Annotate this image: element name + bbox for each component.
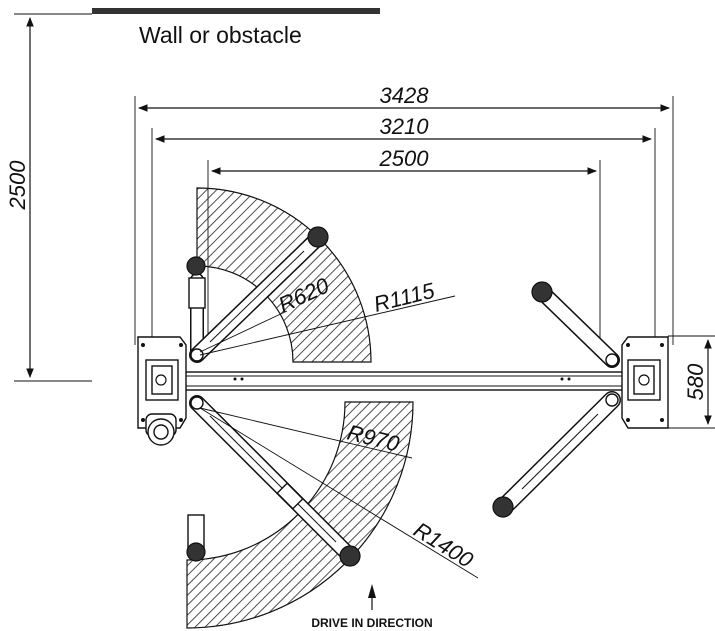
lift-pad: [531, 281, 553, 303]
overall-width-label: 3428: [380, 83, 430, 108]
wall-label: Wall or obstacle: [139, 22, 302, 48]
lift-pad: [186, 256, 206, 276]
lift-pad: [307, 226, 329, 248]
drive-label: DRIVE IN DIRECTION: [311, 616, 432, 630]
inner-width-label: 3210: [380, 114, 430, 139]
right-upper-arm: [531, 281, 620, 368]
lift-pad: [339, 545, 361, 567]
wall: Wall or obstacle: [92, 8, 380, 48]
left-upper-arm-short: [186, 256, 206, 362]
base-depth-dimension: 580: [668, 335, 715, 429]
right-lower-arm: [492, 391, 621, 518]
drive-through-label: 2500: [379, 146, 430, 171]
base-depth-label: 580: [683, 363, 708, 400]
wall-distance-label: 2500: [5, 160, 30, 211]
up-arrow-icon: [368, 584, 376, 598]
overall-width-dimension: 3428: [134, 83, 674, 345]
lift-pad: [186, 542, 206, 562]
cross-beam: [177, 371, 631, 391]
radius-r1115-label: R1115: [371, 278, 438, 317]
left-lower-arm-short: [186, 514, 206, 562]
wall-distance-dimension: 2500: [5, 13, 92, 382]
radius-r1400-label: R1400: [409, 517, 478, 573]
left-upper-arm-long: [189, 226, 329, 363]
drive-direction: DRIVE IN DIRECTION: [311, 584, 433, 630]
lift-pad: [492, 496, 514, 518]
right-column: [621, 336, 669, 429]
left-lower-arm-long: [189, 395, 361, 567]
inner-width-dimension: 3210: [151, 114, 656, 345]
left-column: [137, 336, 187, 446]
drive-through-dimension: 2500: [207, 146, 601, 345]
wall-bar: [92, 8, 380, 14]
